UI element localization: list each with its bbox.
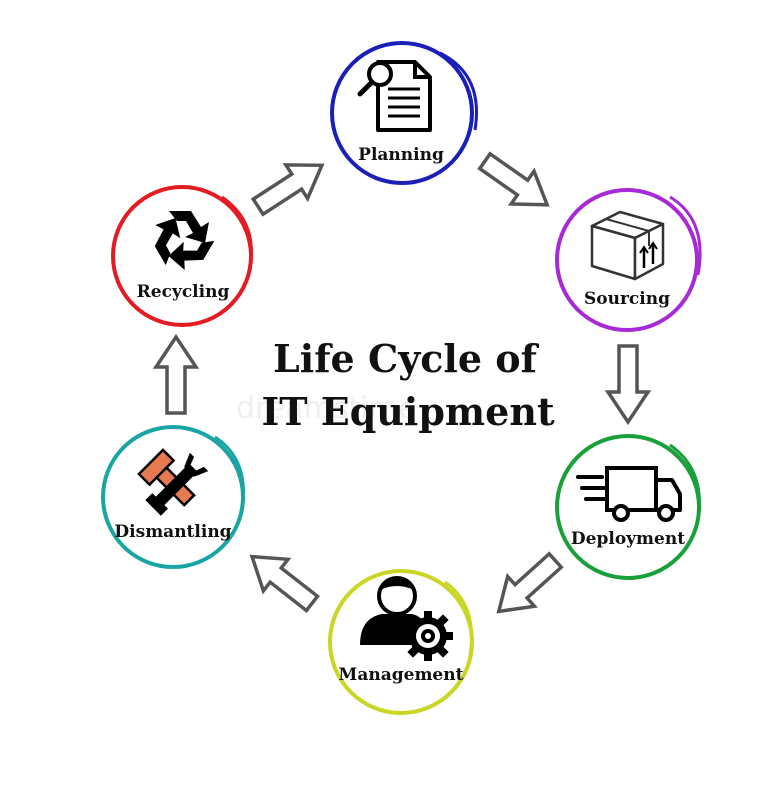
stage-label-management: Management — [339, 665, 464, 685]
stage-label-dismantling: Dismantling — [114, 522, 231, 542]
arrow-recycling-to-planning — [245, 146, 335, 226]
stage-ring-flourish — [669, 195, 702, 276]
arrow-planning-to-sourcing — [471, 143, 561, 223]
stage-dismantling: Dismantling — [101, 425, 245, 569]
stage-sourcing: Sourcing — [555, 188, 702, 332]
stage-ring — [101, 425, 245, 569]
arrow-deployment-to-management — [483, 543, 571, 629]
document-search-icon — [357, 60, 432, 132]
delivery-truck-icon — [576, 466, 682, 522]
stage-label-deployment: Deployment — [571, 529, 685, 549]
stage-ring-flourish — [669, 443, 701, 521]
stage-ring-flourish — [214, 435, 245, 511]
stage-ring-flourish — [444, 580, 474, 656]
title-line-2: IT Equipment — [261, 389, 554, 434]
package-box-icon — [590, 210, 665, 281]
arrow-dismantling-to-recycling — [154, 335, 198, 415]
stage-label-recycling: Recycling — [137, 282, 230, 302]
stage-ring-flourish — [221, 195, 253, 269]
stage-deployment: Deployment — [555, 434, 701, 580]
stage-ring-flourish — [439, 51, 478, 131]
stage-ring — [555, 188, 699, 332]
diagram-title: Life Cycle of IT Equipment — [261, 336, 554, 434]
stage-recycling: Recycling — [111, 185, 253, 327]
stage-planning: Planning — [330, 41, 478, 185]
gear-icon — [403, 611, 453, 661]
watermark: dreamstime — [236, 391, 416, 426]
arrow-management-to-dismantling — [237, 539, 327, 621]
stage-label-planning: Planning — [358, 145, 444, 165]
stage-ring — [330, 41, 474, 185]
stage-management: Management — [328, 569, 474, 715]
recycle-icon — [154, 211, 215, 271]
stage-label-sourcing: Sourcing — [584, 289, 670, 309]
arrow-sourcing-to-deployment — [606, 344, 650, 424]
wrench-hammer-icon — [137, 448, 209, 516]
manager-gear-icon — [360, 576, 453, 661]
title-line-1: Life Cycle of — [273, 336, 540, 381]
